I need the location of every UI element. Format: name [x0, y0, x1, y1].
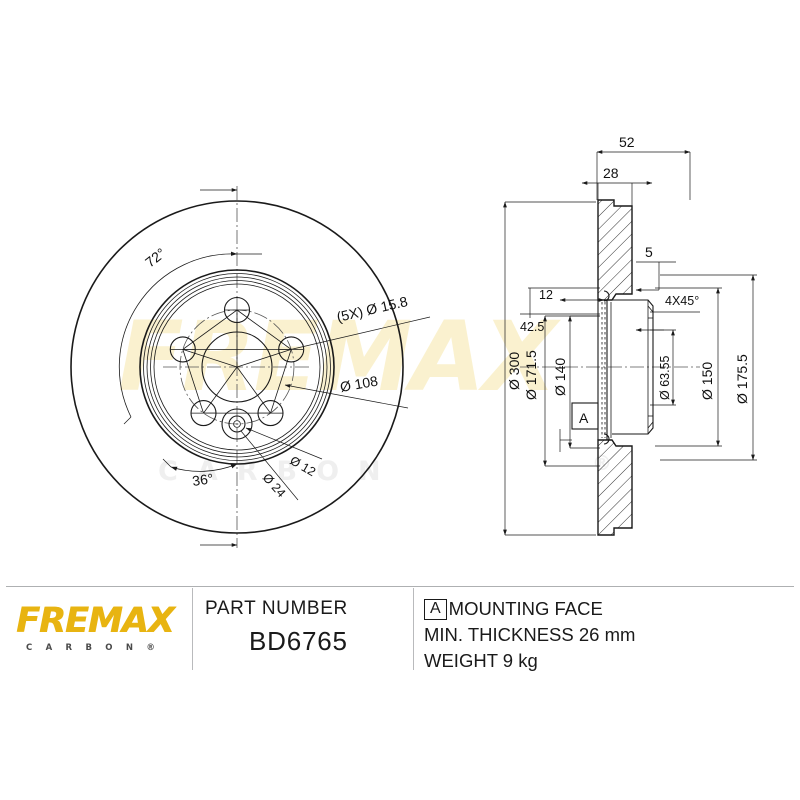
- dim-dia-300: [503, 201, 596, 536]
- pilot-hole-outer: [221, 408, 253, 440]
- vent-detail: [601, 302, 606, 438]
- dim-dia-140-text: Ø 140: [552, 358, 568, 396]
- disc-hat-edge: [153, 283, 321, 451]
- datum-a-symbol: A: [559, 402, 599, 452]
- note-min-thickness: MIN. THICKNESS 26 mm: [424, 624, 636, 645]
- dim-42-5-text: 42.5: [520, 320, 544, 334]
- note-weight: WEIGHT 9 kg: [424, 650, 538, 671]
- title-block-divider-2: [413, 588, 414, 670]
- disc-band-ring2: [146, 276, 328, 458]
- dim-108-text: Ø 108: [339, 373, 380, 395]
- dim-dia-300-text: Ø 300: [506, 352, 522, 390]
- dim-28: [581, 181, 653, 206]
- disc-band-ring3: [150, 280, 324, 454]
- disc-outer-edge: [70, 200, 404, 534]
- disc-ring-lower: [597, 439, 633, 536]
- dim-28-text: 28: [603, 165, 619, 181]
- note-mounting-face-text: MOUNTING FACE: [448, 598, 603, 619]
- title-block-divider-1: [192, 588, 193, 670]
- dim-dia-175-5-text: Ø 175.5: [734, 354, 750, 404]
- section-view: 52 28 5 12 42.5: [503, 134, 757, 536]
- dim-dia-171-5-text: Ø 171.5: [523, 350, 539, 400]
- dim-dia-150-text: Ø 150: [699, 362, 715, 400]
- dim-dia-63-55: [650, 329, 676, 406]
- part-number-value: BD6765: [249, 626, 348, 656]
- fremax-logo: FREMAX C A R B O N ®: [16, 601, 181, 654]
- hat-body: [597, 290, 654, 445]
- disc-ring-upper: [597, 199, 633, 301]
- part-number-label: PART NUMBER: [205, 598, 348, 619]
- title-block-divider-h: [6, 586, 794, 587]
- dim-12: [528, 287, 605, 302]
- logo-tagline: C A R B O N ®: [26, 643, 161, 653]
- pilot-hole: [221, 408, 253, 440]
- dim-angle-72: [118, 251, 262, 425]
- dim-4x45-text: 4X45°: [665, 294, 699, 308]
- dim-4x45: [635, 311, 700, 332]
- dim-5: [635, 261, 676, 292]
- leader-pilot: [240, 427, 323, 501]
- leader-bolt-holes: [182, 316, 431, 350]
- logo-wordmark: FREMAX: [16, 601, 175, 641]
- disc-band-ring1: [143, 273, 331, 461]
- front-view-width-markers: [200, 188, 238, 547]
- dim-5-text: 5: [645, 244, 653, 260]
- datum-a-label: A: [579, 410, 589, 426]
- dim-angle-36: [162, 458, 238, 472]
- dim-dia-175-5: [660, 274, 757, 461]
- dim-72-text: 72°: [142, 245, 169, 271]
- dim-52-text: 52: [619, 134, 635, 150]
- leader-bolt-circle: [284, 384, 409, 409]
- dim-52: [596, 150, 691, 200]
- dim-dia-140: [568, 315, 600, 449]
- dim-36-text: 36°: [191, 470, 214, 489]
- dim-dia-150: [655, 287, 722, 447]
- datum-a-box: A: [424, 599, 447, 620]
- title-block: FREMAX C A R B O N ® PART NUMBER BD6765 …: [0, 586, 800, 682]
- dim-dia-63-55-text: Ø 63.55: [658, 355, 672, 400]
- dim-12-text: 12: [539, 288, 553, 302]
- pilot-hole-inner: [228, 415, 246, 433]
- dim-42-5: [520, 288, 600, 318]
